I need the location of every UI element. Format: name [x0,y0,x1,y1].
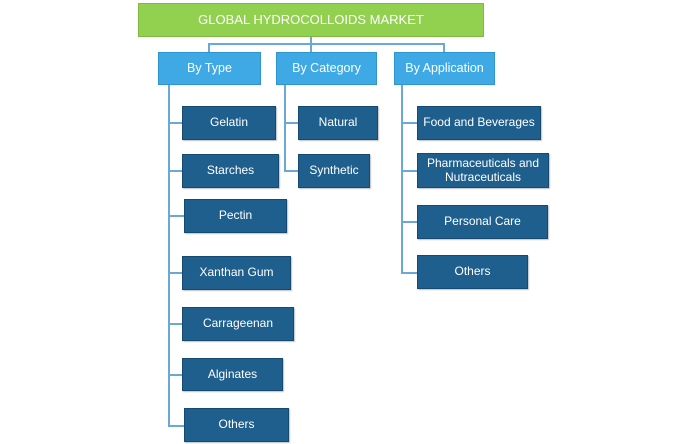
item-label: Personal Care [444,214,521,229]
item-label: Gelatin [209,115,249,130]
category-drop-connector-application [443,43,445,52]
category-box-by-type: By Type [158,52,261,85]
item-label: Starches [206,163,255,178]
type-item-box: Carrageenan [182,307,294,341]
type-item-box: Xanthan Gum [182,256,291,290]
category-trunk-connector [284,85,286,171]
chart-title-box: GLOBAL HYDROCOLLOIDS MARKET [138,3,484,37]
type-item-box: Others [184,408,289,442]
category-item-box: Natural [298,106,378,140]
type-item-box: Gelatin [182,106,276,140]
type-trunk-connector [168,85,170,426]
application-trunk-connector [401,85,403,273]
item-label: Food and Beverages [423,115,535,130]
item-label: Alginates [207,366,258,381]
chart-title: GLOBAL HYDROCOLLOIDS MARKET [198,11,424,27]
item-label: Xanthan Gum [199,265,274,280]
item-label: Pharmaceuticals and Nutraceuticals [426,155,540,184]
category-item-box: Synthetic [298,154,370,188]
application-branch-connector [401,170,417,172]
title-stem-connector [310,37,312,44]
item-label: Others [218,417,255,432]
type-branch-connector [168,122,182,124]
type-item-box: Pectin [184,199,287,233]
type-branch-connector [168,323,182,325]
category-label: By Category [292,61,361,76]
type-item-box: Alginates [182,358,283,391]
item-label: Carrageenan [202,316,274,331]
category-label: By Application [405,61,484,76]
item-label: Synthetic [309,163,359,178]
item-label: Natural [318,115,358,130]
category-box-by-application: By Application [394,52,495,85]
category-box-by-category: By Category [276,52,377,85]
category-drop-connector-category [310,43,312,52]
application-branch-connector [401,221,417,223]
type-branch-connector [168,170,182,172]
application-item-box: Food and Beverages [417,106,541,140]
type-branch-connector [168,425,184,427]
category-branch-connector [284,122,298,124]
application-item-box: Others [417,255,528,289]
category-label: By Type [187,61,232,76]
type-branch-connector [168,215,184,217]
item-label: Pectin [218,208,253,223]
item-label: Others [454,264,491,279]
type-branch-connector [168,374,182,376]
category-drop-connector-type [208,43,210,52]
type-branch-connector [168,272,182,274]
application-branch-connector [401,272,417,274]
category-branch-connector [284,170,298,172]
application-item-box: Pharmaceuticals and Nutraceuticals [417,153,549,188]
application-item-box: Personal Care [417,205,548,239]
category-bus-connector [208,43,445,45]
application-branch-connector [401,122,417,124]
type-item-box: Starches [182,154,279,188]
